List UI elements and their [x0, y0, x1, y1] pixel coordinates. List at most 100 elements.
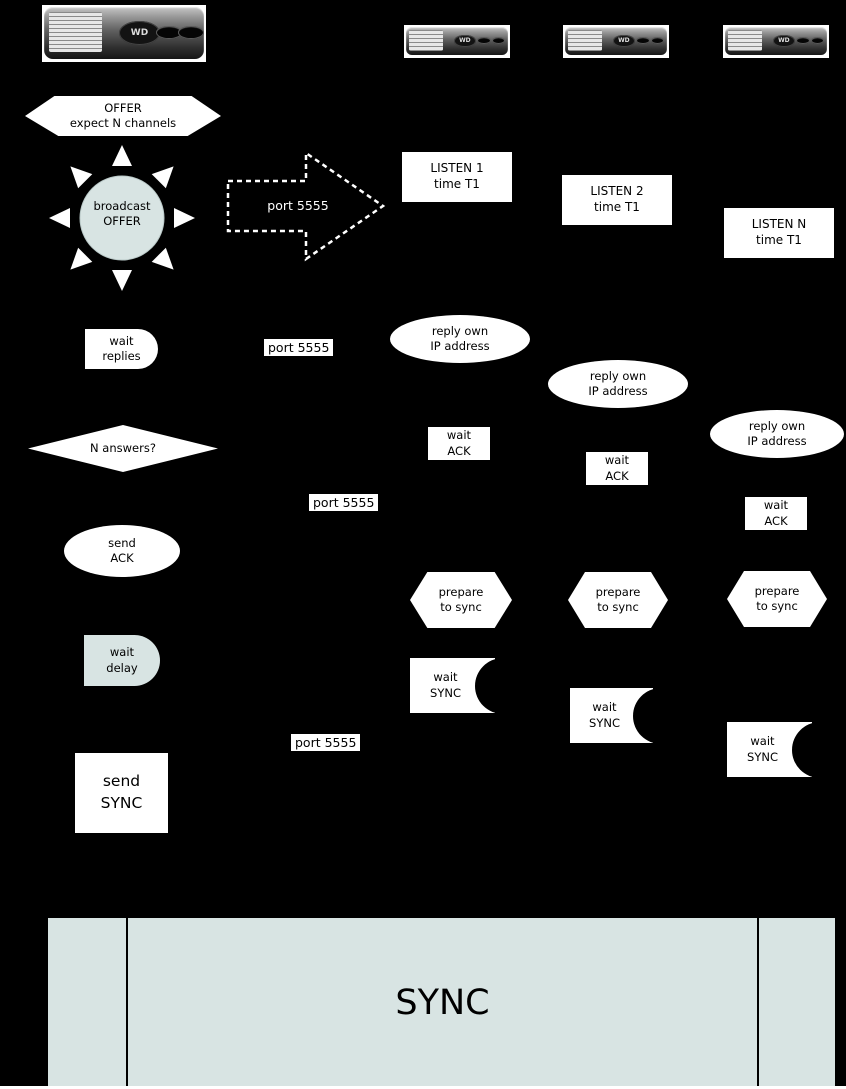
wait-ack-1-line2: ACK — [447, 443, 471, 458]
reply-1-line1: reply own — [431, 323, 489, 338]
prepare-hex-3: prepare to sync — [727, 571, 827, 627]
wd-logo-text: WD — [618, 37, 630, 45]
device-button-icon — [636, 37, 651, 45]
device-body: WD — [725, 27, 827, 55]
listen-box-1: LISTEN 1 time T1 — [402, 152, 512, 202]
sync-bar: SYNC — [48, 918, 835, 1087]
device-sticker — [568, 29, 602, 52]
offer-line2: expect N channels — [69, 116, 177, 130]
send-ack-line2: ACK — [110, 551, 134, 565]
n-answers-label: N answers? — [90, 440, 156, 455]
offer-shape: OFFER expect N channels — [25, 96, 221, 136]
listen-1-line2: time T1 — [434, 177, 480, 191]
port-label-reply: port 5555 — [264, 339, 334, 356]
wait-replies-line2: replies — [102, 349, 141, 363]
wd-logo: WD — [612, 34, 635, 48]
prepare-3-line2: to sync — [756, 599, 798, 613]
wait-ack-3-line1: wait — [763, 498, 789, 513]
wait-sync-3-line1: wait — [750, 734, 775, 749]
reply-1-line2: IP address — [430, 339, 490, 353]
device-sticker — [409, 29, 443, 52]
device-body: WD — [44, 7, 205, 59]
broadcast-line1: broadcast — [93, 199, 151, 213]
wait-ack-box-2: wait ACK — [586, 452, 648, 485]
wait-ack-1-line1: wait — [446, 428, 472, 443]
device-photo-client-3: WD — [723, 25, 829, 58]
reply-ellipse-2: reply own IP address — [548, 360, 688, 408]
wait-sync-shape-1: wait SYNC — [410, 657, 531, 714]
wd-logo: WD — [453, 34, 476, 48]
reply-ellipse-1: reply own IP address — [390, 315, 530, 363]
sync-bar-divider-right — [757, 918, 759, 1087]
prepare-3-line1: prepare — [754, 583, 800, 598]
broadcast-line2: OFFER — [103, 214, 141, 229]
wait-ack-2-line2: ACK — [605, 468, 629, 483]
device-photo-master: WD — [42, 5, 206, 62]
device-button-icon — [477, 37, 492, 45]
sync-bar-label: SYNC — [395, 982, 490, 1023]
wait-replies-line1: wait — [109, 333, 134, 348]
reply-3-line2: IP address — [747, 434, 807, 448]
send-ack-ellipse: send ACK — [64, 525, 180, 577]
offer-line1: OFFER — [104, 100, 142, 115]
device-body: WD — [565, 27, 667, 55]
prepare-2-line2: to sync — [597, 600, 639, 614]
listen-2-line2: time T1 — [594, 200, 640, 214]
wait-sync-2-line2: SYNC — [589, 715, 620, 730]
send-ack-line1: send — [108, 535, 136, 550]
wd-logo: WD — [119, 21, 160, 45]
listen-2-line1: LISTEN 2 — [590, 184, 644, 199]
wait-delay-line2: delay — [106, 660, 138, 675]
arrow-port-label: port 5555 — [267, 198, 329, 213]
device-sticker — [728, 29, 762, 52]
wait-delay-line1: wait — [109, 645, 135, 660]
device-photo-client-2: WD — [563, 25, 669, 58]
wd-logo-text: WD — [778, 37, 790, 45]
device-body: WD — [406, 27, 508, 55]
reply-3-line1: reply own — [748, 418, 806, 433]
send-sync-box: send SYNC — [75, 753, 168, 833]
listen-box-2: LISTEN 2 time T1 — [562, 175, 672, 225]
wait-sync-shape-3: wait SYNC — [727, 721, 846, 778]
wait-sync-2-line1: wait — [592, 700, 617, 715]
send-sync-line2: SYNC — [100, 794, 143, 812]
device-photo-client-1: WD — [404, 25, 510, 58]
prepare-1-line1: prepare — [438, 584, 484, 599]
wd-logo-text: WD — [459, 37, 471, 45]
device-button-icon — [491, 37, 506, 45]
wait-ack-box-3: wait ACK — [745, 497, 807, 530]
n-answers-diamond: N answers? — [28, 425, 218, 472]
reply-2-line1: reply own — [589, 368, 647, 383]
listen-1-line1: LISTEN 1 — [430, 161, 484, 176]
wait-sync-3-line2: SYNC — [747, 749, 778, 764]
device-button-icon — [178, 25, 205, 40]
prepare-2-line1: prepare — [595, 584, 641, 599]
listen-n-line2: time T1 — [756, 233, 802, 247]
wait-sync-1-line1: wait — [433, 670, 458, 685]
device-button-icon — [796, 37, 811, 45]
prepare-hex-2: prepare to sync — [568, 572, 668, 628]
wait-ack-box-1: wait ACK — [428, 427, 490, 460]
broadcast-offer-sun-icon — [49, 145, 195, 291]
wd-logo-text: WD — [130, 27, 149, 38]
bottom-baseline — [0, 1086, 846, 1089]
wait-replies-shape: wait replies — [85, 329, 158, 369]
wait-ack-2-line1: wait — [604, 453, 630, 468]
reply-2-line2: IP address — [588, 384, 648, 398]
wait-ack-3-line2: ACK — [764, 513, 788, 528]
port-label-sync: port 5555 — [291, 734, 361, 751]
device-button-icon — [810, 37, 825, 45]
broadcast-arrow-icon — [226, 150, 386, 262]
broadcast-offer-label: broadcast OFFER — [72, 199, 172, 229]
wait-sync-1-line2: SYNC — [430, 685, 461, 700]
prepare-hex-1: prepare to sync — [410, 572, 512, 628]
sync-bar-divider-left — [126, 918, 128, 1087]
wait-sync-shape-2: wait SYNC — [570, 687, 689, 744]
device-button-icon — [650, 37, 665, 45]
wd-logo: WD — [772, 34, 795, 48]
device-sticker — [48, 12, 102, 52]
listen-n-line1: LISTEN N — [751, 217, 807, 232]
send-sync-line1: send — [102, 772, 141, 791]
reply-ellipse-3: reply own IP address — [710, 410, 844, 458]
